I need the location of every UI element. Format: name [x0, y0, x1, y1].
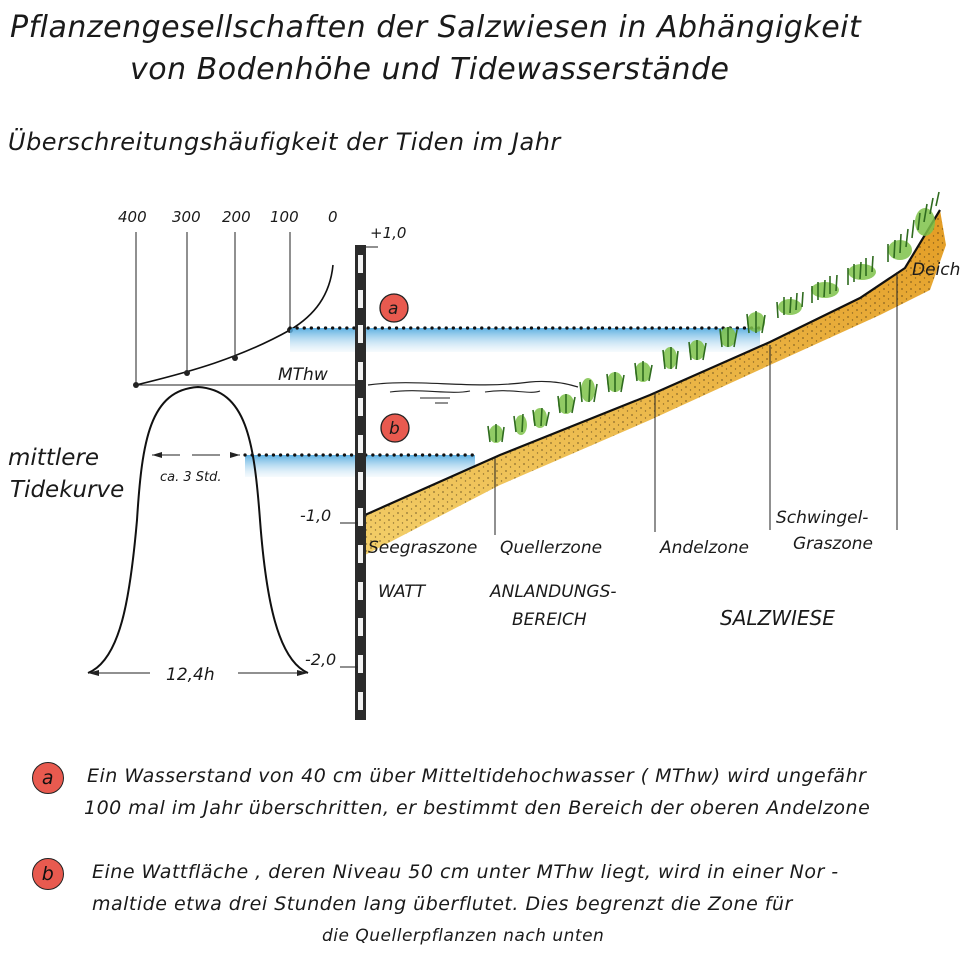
area-watt: WATT: [378, 582, 427, 602]
svg-text:b: b: [389, 419, 400, 439]
zone-schwingel-line-1: Schwingel-: [776, 508, 868, 528]
marker-b: b: [380, 413, 410, 443]
note-b: b Eine Wattfläche , deren Niveau 50 cm u…: [32, 856, 839, 952]
gauge-staff: +1,0 MThw -1,0 -2,0: [278, 224, 406, 720]
gauge-label-mthw: MThw: [278, 365, 328, 385]
freq-tick-0: 0: [328, 208, 338, 226]
salt-marsh-diagram: 400 300 200 100 0: [8, 191, 960, 720]
subtitle: Überschreitungshäufigkeit der Tiden im J…: [8, 128, 561, 156]
zone-deich: Deich: [912, 260, 960, 280]
tide-curve: ca. 3 Std. 12,4h mittlere Tidekurve: [8, 385, 309, 685]
zone-queller: Quellerzone: [500, 538, 602, 558]
area-anlandung-line-2: BEREICH: [512, 610, 587, 630]
title-line-1: Pflanzengesellschaften der Salzwiesen in…: [10, 10, 862, 45]
gauge-label-plus-1: +1,0: [370, 224, 406, 242]
zone-boundaries: [494, 272, 898, 535]
freq-tick-400: 400: [118, 208, 147, 226]
zone-labels: Seegraszone Quellerzone Andelzone Schwin…: [368, 260, 960, 558]
gauge-label-minus-2: -2,0: [305, 650, 336, 669]
zone-andel: Andelzone: [659, 538, 749, 558]
area-salzwiese: SALZWIESE: [720, 606, 835, 630]
tide-curve-label-line-1: mittlere: [8, 445, 99, 471]
frequency-axis: 400 300 200 100 0: [118, 208, 358, 388]
zone-schwingel-line-2: Graszone: [793, 534, 873, 554]
title-line-2: von Bodenhöhe und Tidewasserstände: [130, 52, 730, 87]
area-anlandung-line-1: ANLANDUNGS-: [489, 582, 617, 602]
note-b-line-2: maltide etwa drei Stunden lang überflute…: [92, 893, 793, 915]
zone-seegras: Seegraszone: [368, 538, 477, 558]
note-a: a Ein Wasserstand von 40 cm über Mittelt…: [32, 760, 870, 824]
tide-width-label: ca. 3 Std.: [160, 470, 222, 485]
note-a-badge: a: [32, 762, 64, 794]
freq-tick-200: 200: [222, 208, 251, 226]
note-b-badge: b: [32, 858, 64, 890]
tide-period-label: 12,4h: [166, 665, 215, 685]
tide-curve-label-line-2: Tidekurve: [10, 477, 124, 503]
note-b-line-1: Eine Wattfläche , deren Niveau 50 cm unt…: [92, 861, 839, 883]
freq-tick-100: 100: [270, 208, 299, 226]
note-b-line-3: die Quellerpflanzen nach unten: [322, 926, 605, 946]
note-a-line-1: Ein Wasserstand von 40 cm über Mitteltid…: [87, 765, 867, 787]
area-labels: WATT ANLANDUNGS- BEREICH SALZWIESE: [378, 582, 835, 630]
plants: [487, 191, 940, 443]
marker-a: a: [379, 293, 409, 323]
soil-profile: [364, 209, 946, 555]
svg-text:a: a: [388, 299, 398, 319]
gauge-label-minus-1: -1,0: [300, 506, 331, 525]
note-a-line-2: 100 mal im Jahr überschritten, er bestim…: [84, 797, 871, 819]
freq-tick-300: 300: [172, 208, 201, 226]
